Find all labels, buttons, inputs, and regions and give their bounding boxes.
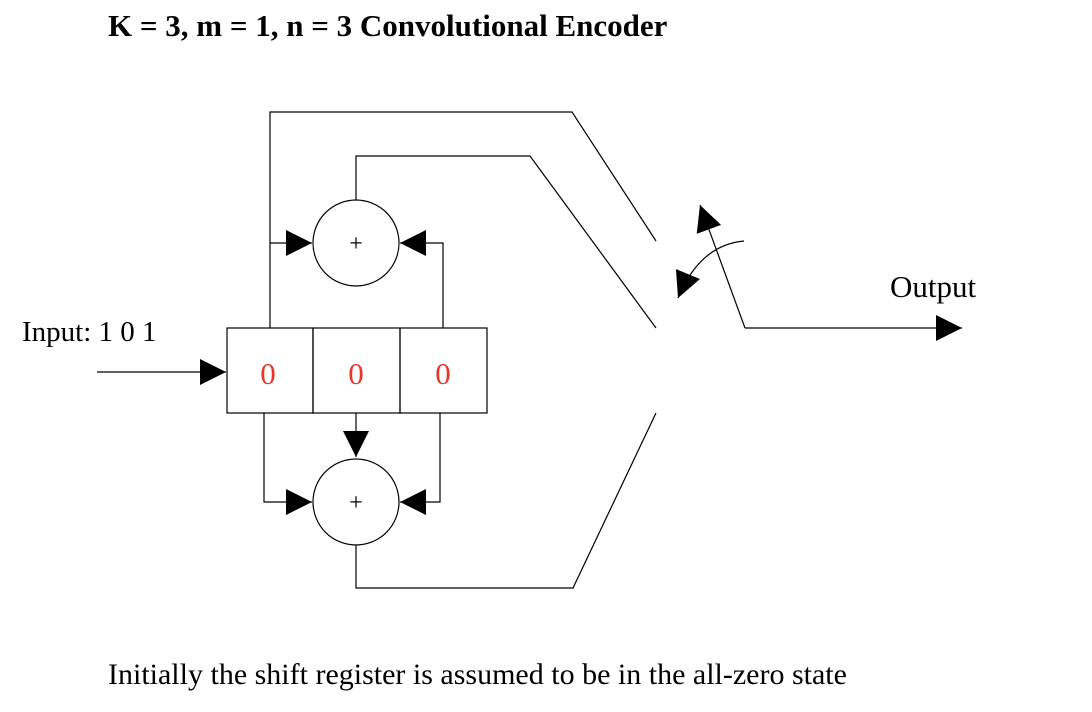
output-line-1 [269, 111, 657, 243]
output-line-2 [355, 155, 657, 329]
tap-cell1-to-bottom-adder [263, 413, 312, 515]
switch-arm [696, 204, 746, 329]
rotation-arc [675, 240, 745, 299]
register-cell-3-value: 0 [435, 356, 451, 391]
top-adder-symbol: + [349, 231, 363, 257]
commutator-switch [675, 204, 746, 329]
bottom-adder-symbol: + [349, 490, 363, 516]
commutator-lines [269, 111, 657, 589]
tap-cell3-to-bottom-adder [400, 413, 441, 515]
output-label: Output [890, 269, 977, 304]
caption: Initially the shift register is assumed … [108, 658, 847, 691]
tap-cell3-to-top-adder [400, 230, 444, 328]
output-line-3 [355, 412, 657, 589]
input-label: Input: 1 0 1 [22, 316, 157, 348]
bottom-adder-wiring [263, 413, 441, 515]
diagram-title: K = 3, m = 1, n = 3 Convolutional Encode… [108, 8, 668, 43]
register-cell-2-value: 0 [348, 356, 364, 391]
register-cell-1-value: 0 [260, 356, 276, 391]
tap-cell1-to-top-adder [269, 230, 312, 328]
